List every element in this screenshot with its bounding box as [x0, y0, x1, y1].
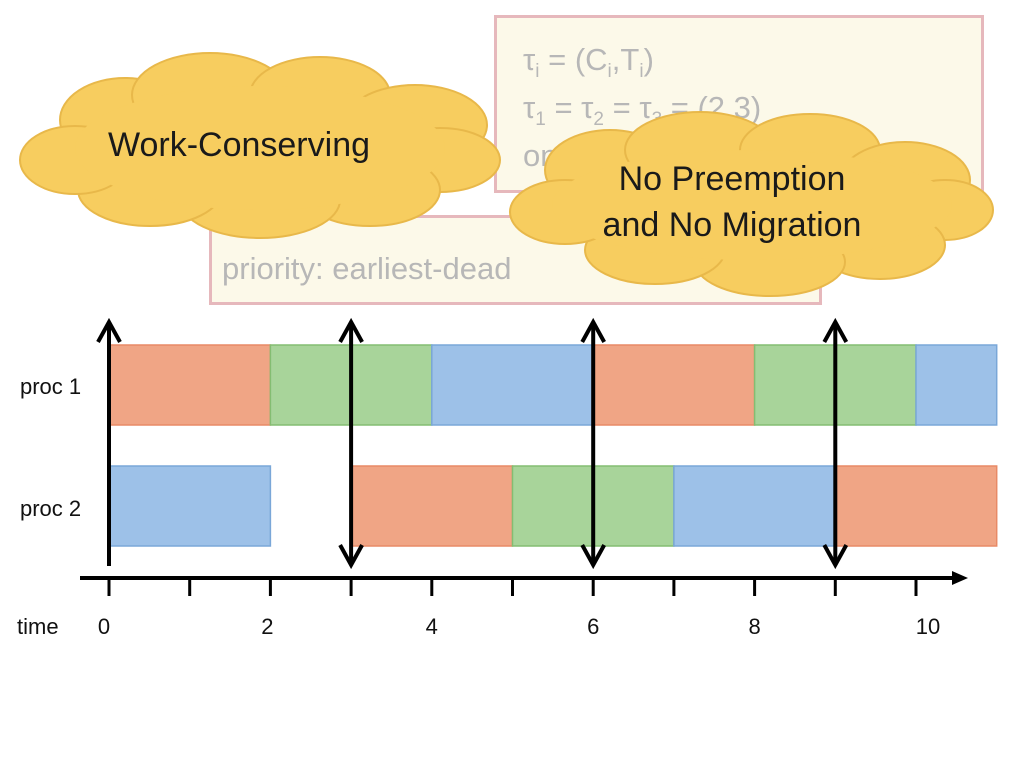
job-bar-proc1-red-0: [108, 344, 272, 426]
time-axis-arrowhead: [952, 571, 968, 585]
time-axis-label: time: [17, 614, 59, 639]
job-bar-proc1-blue-2: [431, 344, 594, 426]
tick-label: 6: [587, 614, 600, 639]
tick-label: 0: [97, 614, 111, 639]
job-bar-proc1-red-3: [592, 344, 756, 426]
no-preemption-label-line1: No Preemption: [618, 160, 846, 198]
no-preemption-label-line2: and No Migration: [602, 206, 862, 244]
vertical-axis-arrowhead: [96, 317, 122, 343]
arrival-arrow-top-3: [338, 317, 364, 343]
job-bar-proc1-blue-5: [915, 344, 998, 426]
cloud-layer: [19, 52, 994, 297]
job-bar-proc2-blue-3: [673, 465, 837, 547]
arrival-arrow-bottom-9: [822, 544, 849, 570]
arrival-arrow-bottom-6: [580, 544, 606, 570]
job-bar-proc2-blue-0: [108, 465, 272, 547]
proc2-label: proc 2: [20, 496, 82, 521]
tick-label: 8: [748, 614, 761, 639]
job-bar-proc2-red-1: [350, 465, 514, 547]
arrival-arrow-top-9: [822, 317, 849, 343]
tick-label: 10: [915, 614, 941, 639]
tick-label: 4: [425, 614, 438, 639]
no-preemption-cloud: [509, 111, 994, 297]
tick-label: 2: [261, 614, 274, 639]
arrival-arrow-bottom-3: [338, 544, 364, 570]
priority-text: priority: earliest-dead: [222, 251, 512, 286]
proc1-label: proc 1: [20, 374, 82, 399]
work-conserving-cloud: [19, 52, 501, 239]
task-definition-text: τi = (Ci,Ti): [523, 42, 654, 82]
arrival-arrow-top-6: [580, 317, 606, 343]
work-conserving-label: Work-Conserving: [108, 126, 371, 164]
job-bar-proc2-red-4: [834, 465, 998, 547]
